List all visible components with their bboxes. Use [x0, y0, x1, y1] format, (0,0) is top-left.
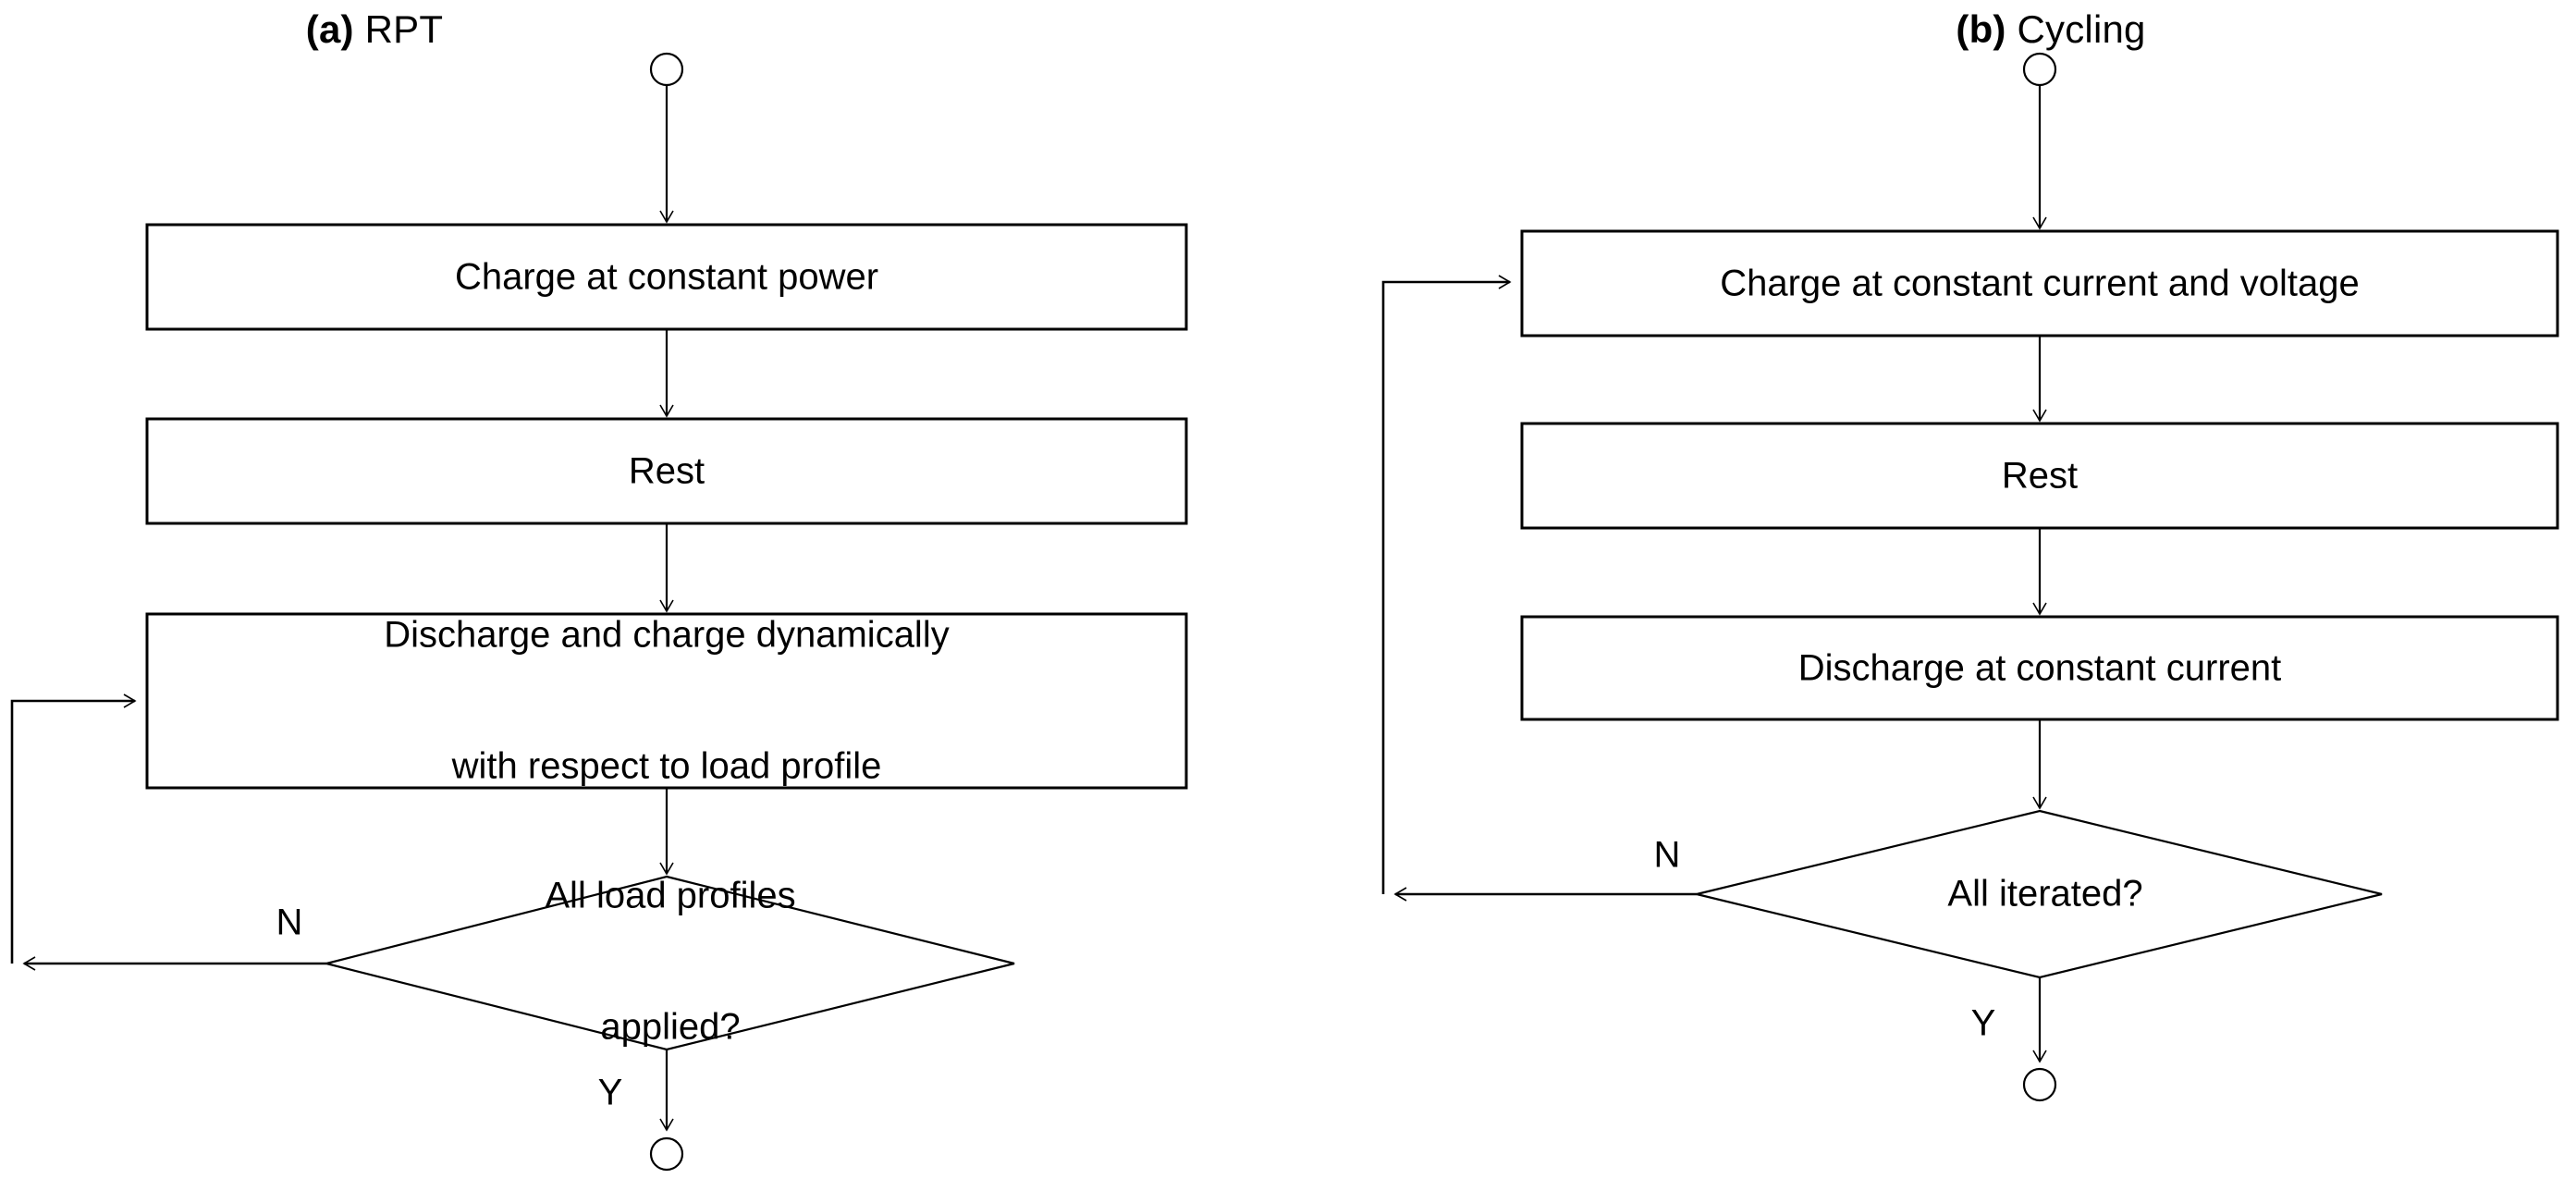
process-box-rest-a [145, 417, 1188, 525]
panel-name-b: Cycling [2017, 7, 2146, 51]
decision-no-label-a: N [276, 902, 303, 943]
panel-name-a: RPT [364, 7, 444, 51]
panel-title-a: (a) RPT [306, 7, 443, 52]
decision-yes-label-a: Y [597, 1072, 623, 1113]
process-box-charge-a [145, 223, 1188, 331]
panel-tag-a: (a) [305, 7, 354, 51]
process-box-charge-b [1520, 229, 2559, 338]
start-terminator-b [2022, 52, 2057, 87]
panel-tag-b: (b) [1956, 7, 2006, 51]
decision-no-label-b: N [1653, 834, 1681, 876]
end-terminator-b [2022, 1067, 2057, 1102]
process-box-rest-b [1520, 422, 2559, 530]
process-box-discharge-b [1520, 615, 2559, 721]
edge-loop-back-a [10, 694, 137, 964]
end-terminator-a [649, 1136, 684, 1172]
decision-diamond-a [325, 875, 1015, 1051]
start-terminator-a [649, 52, 684, 87]
process-box-discharge-a [145, 612, 1188, 790]
panel-title-b: (b) Cycling [1956, 7, 2145, 52]
decision-diamond-b [1696, 809, 2383, 979]
decision-yes-label-b: Y [1970, 1002, 1996, 1044]
edge-loop-back-b [1381, 275, 1512, 894]
